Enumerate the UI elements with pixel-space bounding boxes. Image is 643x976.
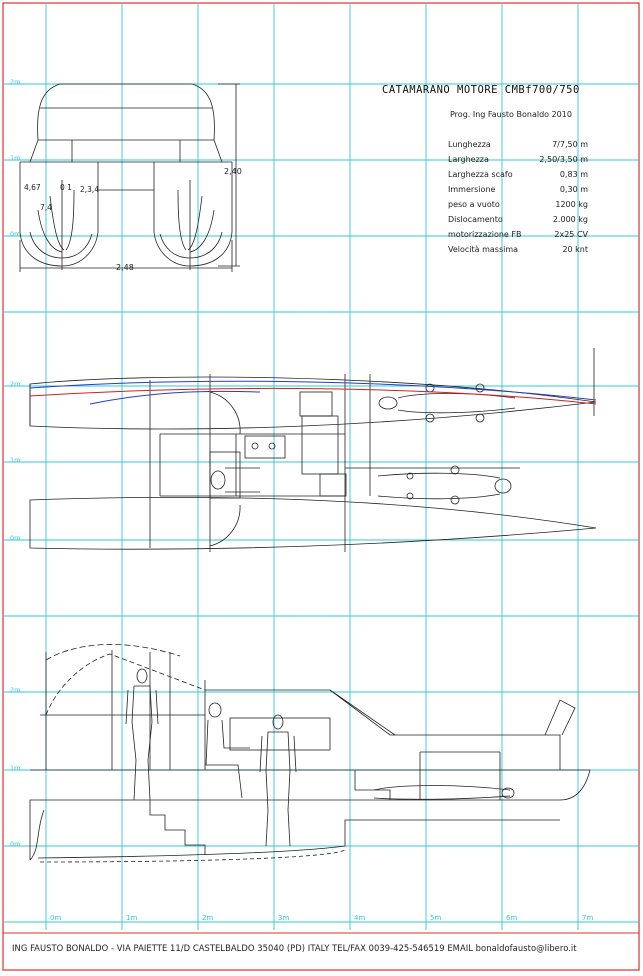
length-label-1m: 1m bbox=[126, 914, 137, 922]
plan-view bbox=[29, 348, 597, 552]
drawing-title: CATAMARANO MOTORE CMBf700/750 bbox=[382, 84, 580, 96]
spec-label: Larghezza scafo bbox=[448, 170, 513, 179]
spec-table: Lunghezza 7/7,50 m Larghezza 2,50/3,50 m L… bbox=[448, 140, 588, 260]
spec-row: Dislocamento 2.000 kg bbox=[448, 215, 588, 230]
plan-height-1m: 1m bbox=[10, 456, 20, 464]
spec-row: peso a vuoto 1200 kg bbox=[448, 200, 588, 215]
spec-value: 2.000 kg bbox=[552, 215, 588, 224]
spec-row: Velocità massima 20 knt bbox=[448, 245, 588, 260]
front-dim-height: 2,40 bbox=[224, 167, 242, 176]
profile-height-0m: 0m bbox=[10, 840, 20, 848]
spec-row: motorizzazione FB 2x25 CV bbox=[448, 230, 588, 245]
front-height-2m: 2m bbox=[10, 78, 20, 86]
spec-label: Lunghezza bbox=[448, 140, 491, 149]
length-axis: 0m 1m 2m 3m 4m 5m 6m 7m bbox=[50, 914, 593, 922]
front-dim-width: 2,48 bbox=[116, 263, 134, 272]
spec-value: 2x25 CV bbox=[554, 230, 588, 239]
spec-value: 0,83 m bbox=[559, 170, 588, 179]
spec-label: Dislocamento bbox=[448, 215, 503, 224]
spec-row: Lunghezza 7/7,50 m bbox=[448, 140, 588, 155]
profile-height-1m: 1m bbox=[10, 764, 20, 772]
length-label-4m: 4m bbox=[354, 914, 365, 922]
front-station-label-3: 2,3,4 bbox=[80, 185, 99, 194]
plan-view-sheer-lines bbox=[29, 380, 597, 405]
spec-value: 20 knt bbox=[562, 245, 588, 254]
length-label-7m: 7m bbox=[582, 914, 593, 922]
length-label-3m: 3m bbox=[278, 914, 289, 922]
front-station-label-1: 4,67 bbox=[24, 183, 41, 192]
spec-label: Velocità massima bbox=[448, 245, 519, 254]
front-height-0m: 0m bbox=[10, 230, 20, 238]
front-view bbox=[19, 83, 240, 272]
plan-height-0m: 0m bbox=[10, 534, 20, 542]
front-height-1m: 1m bbox=[10, 154, 20, 162]
reference-grid bbox=[3, 3, 639, 930]
front-station-label-2: 0 1 bbox=[60, 183, 72, 192]
spec-row: Larghezza scafo 0,83 m bbox=[448, 170, 588, 185]
spec-value: 2,50/3,50 m bbox=[539, 155, 588, 164]
length-label-5m: 5m bbox=[430, 914, 441, 922]
spec-label: peso a vuoto bbox=[448, 200, 500, 209]
spec-value: 0,30 m bbox=[559, 185, 588, 194]
length-label-6m: 6m bbox=[506, 914, 517, 922]
spec-value: 1200 kg bbox=[555, 200, 588, 209]
designer-credit: Prog. Ing Fausto Bonaldo 2010 bbox=[450, 110, 572, 119]
spec-row: Larghezza 2,50/3,50 m bbox=[448, 155, 588, 170]
plan-height-2m: 2m bbox=[10, 380, 20, 388]
spec-label: Immersione bbox=[448, 185, 496, 194]
spec-label: motorizzazione FB bbox=[448, 230, 522, 239]
spec-value: 7/7,50 m bbox=[552, 140, 588, 149]
profile-height-2m: 2m bbox=[10, 686, 20, 694]
length-label-0m: 0m bbox=[50, 914, 61, 922]
profile-view bbox=[29, 644, 591, 863]
footer-contact: ING FAUSTO BONALDO - VIA PAIETTE 11/D CA… bbox=[12, 943, 577, 953]
spec-label: Larghezza bbox=[448, 155, 489, 164]
spec-row: Immersione 0,30 m bbox=[448, 185, 588, 200]
length-label-2m: 2m bbox=[202, 914, 213, 922]
front-hull-label: 7,4 bbox=[40, 203, 52, 212]
